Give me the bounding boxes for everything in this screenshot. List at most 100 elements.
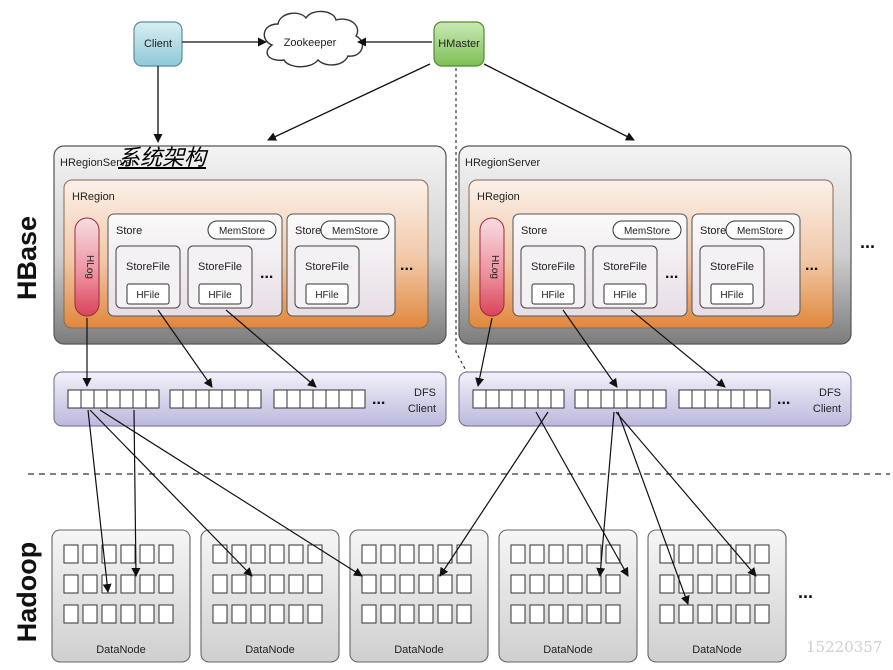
datanode-block	[567, 544, 583, 564]
datanode-3: DataNode	[349, 529, 489, 663]
zookeeper-label: Zookeeper	[284, 37, 337, 49]
datanode-block	[586, 604, 602, 624]
dfs-block-cell	[574, 389, 589, 409]
storefile-label: StoreFile	[603, 261, 647, 273]
datanode-block	[158, 574, 174, 594]
dfs-block-cell	[106, 389, 121, 409]
store-label: Store	[116, 225, 142, 237]
datanode-block	[101, 604, 117, 624]
datanode-block	[586, 574, 602, 594]
dfs-block-cell	[717, 389, 732, 409]
dfs-block-buffer-3	[273, 389, 366, 409]
datanode-block	[456, 604, 472, 624]
flow-arrow-11	[439, 411, 549, 577]
datanode-block	[418, 604, 434, 624]
datanode-block	[529, 544, 545, 564]
dfs-client-label-line2: Client	[813, 403, 841, 415]
memstore-label: MemStore	[737, 226, 784, 237]
memstore-label: MemStore	[332, 226, 379, 237]
datanode-block	[269, 574, 285, 594]
dfs-block-cell	[93, 389, 108, 409]
memstore-pill	[207, 220, 277, 240]
dfs-block-cell	[132, 389, 147, 409]
datanode-block	[82, 574, 98, 594]
datanode-block	[158, 544, 174, 564]
dfs-block-cell	[286, 389, 301, 409]
datanode-block	[250, 574, 266, 594]
flow-arrow-7	[87, 409, 112, 593]
dfs-more-ellipsis: ...	[777, 391, 790, 408]
datanode-block	[307, 604, 323, 624]
datanode-block	[697, 574, 713, 594]
dfs-block-cell	[626, 389, 641, 409]
hfile-box	[305, 283, 349, 305]
datanode-block	[120, 544, 136, 564]
storefile-more-ellipsis: ...	[665, 265, 678, 282]
datanode-block	[158, 604, 174, 624]
dfs-block-cell	[351, 389, 366, 409]
store-more-ellipsis: ...	[400, 257, 413, 274]
datanode-block	[678, 604, 694, 624]
dfs-block-cell	[312, 389, 327, 409]
datanode-block	[605, 604, 621, 624]
datanode-block	[361, 604, 377, 624]
datanode-block	[231, 574, 247, 594]
datanode-block	[288, 574, 304, 594]
datanode-block	[678, 544, 694, 564]
datanode-5: DataNode	[647, 529, 787, 663]
flow-arrow-15	[535, 411, 629, 577]
top-connectors	[153, 37, 635, 379]
zookeeper-cloud: Zookeeper	[263, 10, 364, 68]
dfs-block-cell	[613, 389, 628, 409]
hfile-box	[603, 283, 647, 305]
hbase-side-label: HBase	[12, 216, 42, 300]
memstore-pill	[320, 220, 390, 240]
datanode-4: DataNode	[498, 529, 638, 663]
hfile-label: HFile	[315, 290, 339, 301]
datanode-block	[605, 574, 621, 594]
datanode-block	[82, 604, 98, 624]
dfs-client-label-line1: DFS	[819, 387, 841, 399]
store-label: Store	[700, 225, 726, 237]
datanode-block	[231, 544, 247, 564]
dfs-block-cell	[208, 389, 223, 409]
dfs-block-cell	[498, 389, 513, 409]
dfs-client-label-line2: Client	[408, 403, 436, 415]
data-flow-arrows	[82, 309, 757, 605]
datanode-block	[288, 544, 304, 564]
datanode-2: DataNode	[200, 529, 340, 663]
datanode-block	[101, 544, 117, 564]
dfs-block-cell	[145, 389, 160, 409]
hmaster-label: HMaster	[438, 38, 480, 50]
datanode-block	[269, 544, 285, 564]
datanode-block	[250, 604, 266, 624]
datanode-block	[735, 604, 751, 624]
datanode-block	[63, 604, 79, 624]
dfs-block-cell	[299, 389, 314, 409]
datanode-block	[529, 574, 545, 594]
dfs-block-cell	[80, 389, 95, 409]
dfs-block-cell	[550, 389, 565, 409]
datanode-block	[399, 544, 415, 564]
datanode-block	[659, 574, 675, 594]
datanode-block	[120, 604, 136, 624]
dfs-block-cell	[652, 389, 667, 409]
datanode-label: DataNode	[96, 644, 146, 656]
dfs-block-cell	[537, 389, 552, 409]
datanode-block	[510, 544, 526, 564]
datanode-block	[418, 544, 434, 564]
datanode-block	[63, 574, 79, 594]
datanode-block	[63, 544, 79, 564]
dfs-block-cell	[169, 389, 184, 409]
datanode-block	[754, 604, 770, 624]
memstore-pill	[612, 220, 682, 240]
datanode-block	[716, 604, 732, 624]
